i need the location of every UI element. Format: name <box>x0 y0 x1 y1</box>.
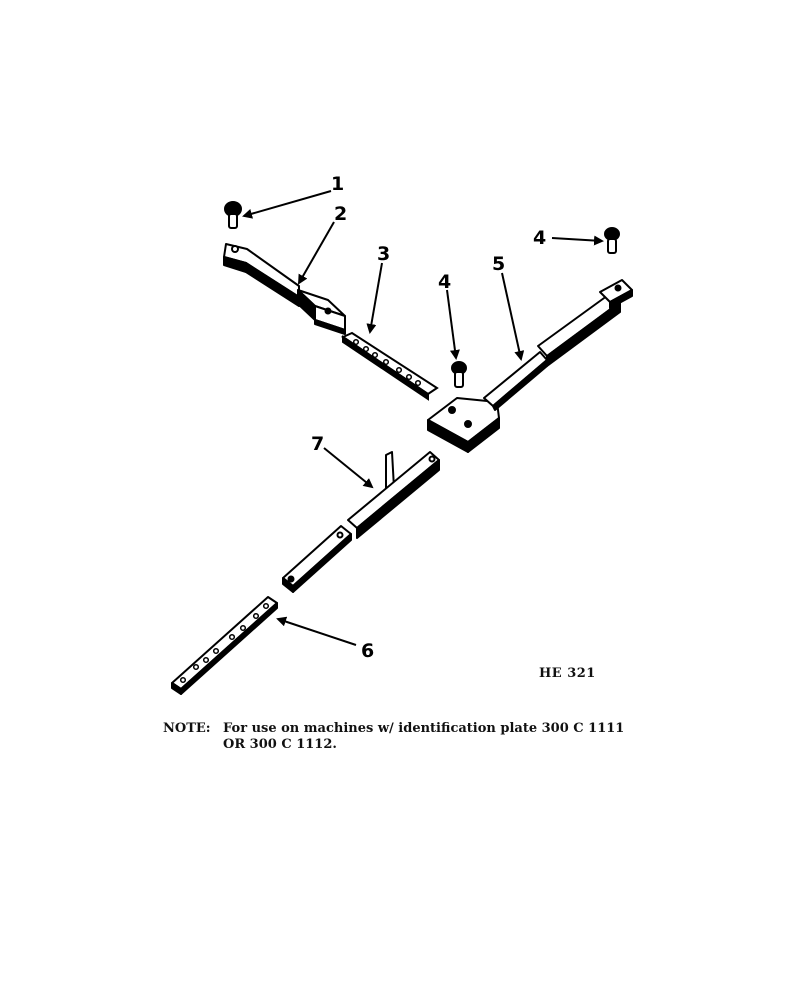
note-block: NOTE: For use on machines w/ identificati… <box>163 721 624 753</box>
arm-part-7 <box>282 451 440 593</box>
leader-4-right <box>551 235 604 246</box>
callout-4-center: 4 <box>438 271 451 293</box>
note-label: NOTE: <box>163 721 211 736</box>
leader-4-center <box>446 289 460 360</box>
strap-part-3 <box>340 331 439 401</box>
leader-3 <box>366 262 383 334</box>
callout-7: 7 <box>311 433 324 455</box>
callout-6: 6 <box>361 640 374 662</box>
note-line-1: For use on machines w/ identification pl… <box>223 721 625 736</box>
leader-2 <box>298 221 335 285</box>
leader-5 <box>501 272 525 361</box>
leader-7 <box>323 447 374 489</box>
leader-6 <box>276 616 357 646</box>
callout-1: 1 <box>331 173 344 195</box>
bolt-part-4-center <box>451 361 467 388</box>
callout-5: 5 <box>492 253 505 275</box>
leader-lines <box>242 190 604 646</box>
callout-3: 3 <box>377 243 390 265</box>
bolt-part-1 <box>224 201 242 229</box>
callout-2: 2 <box>334 203 347 225</box>
bracket-part-5 <box>427 279 633 453</box>
leader-1 <box>242 190 332 219</box>
note-line-2: OR 300 C 1112. <box>223 737 337 752</box>
figure-code: HE 321 <box>539 666 596 681</box>
strap-part-6 <box>171 596 278 695</box>
bolt-part-4-right <box>604 227 620 254</box>
callout-4-right: 4 <box>533 227 546 249</box>
bar-part-2 <box>223 243 346 335</box>
